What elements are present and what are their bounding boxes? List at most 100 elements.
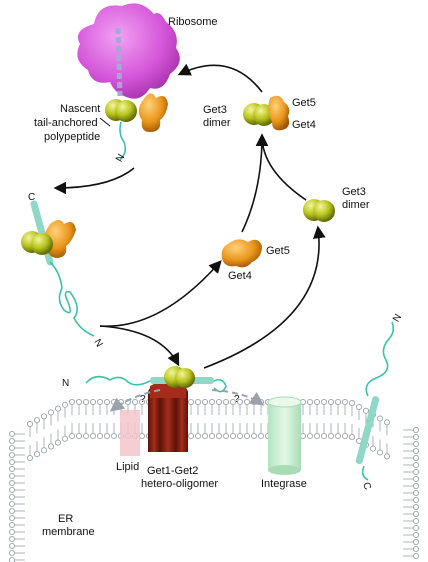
lipid-head bbox=[229, 432, 237, 440]
get5-mid-label: Get5 bbox=[266, 245, 290, 257]
lipid-head bbox=[334, 398, 342, 406]
arrow-to-membrane bbox=[99, 325, 180, 367]
lipid-head bbox=[383, 419, 391, 426]
get4-get5-free bbox=[221, 239, 262, 268]
arrow-get4-get5-to-dimer bbox=[241, 133, 269, 233]
lipid-head bbox=[61, 435, 69, 442]
lipid-head bbox=[306, 432, 314, 440]
lipid-head bbox=[96, 398, 104, 406]
lipid-head bbox=[412, 503, 420, 511]
lipid-head bbox=[320, 398, 328, 406]
lipid-head bbox=[215, 398, 223, 406]
lipid-head bbox=[8, 549, 16, 557]
lipid-head bbox=[412, 461, 420, 469]
lipid-head bbox=[26, 420, 34, 428]
lipid-head bbox=[412, 440, 420, 448]
lipid-head bbox=[8, 542, 16, 550]
lipid-head bbox=[138, 432, 146, 440]
get3-dimer-with-get4-get5 bbox=[243, 95, 290, 131]
get1-get2-label-1: Get1-Get2 bbox=[147, 465, 198, 477]
lipid-head bbox=[306, 398, 314, 406]
get3-dimer-right-label-1: Get3 bbox=[342, 186, 366, 198]
lipid-head bbox=[376, 415, 384, 422]
lipid-head bbox=[412, 475, 420, 483]
lipid-head bbox=[8, 437, 16, 445]
complex-c-terminus: C bbox=[28, 192, 35, 203]
lipid-head bbox=[341, 398, 349, 406]
lipid-head bbox=[26, 454, 34, 462]
question-right: ? bbox=[234, 394, 240, 405]
lipid-head bbox=[320, 432, 328, 440]
inserted-tail-anchored-protein bbox=[355, 321, 395, 481]
nascent-leader-line bbox=[99, 117, 111, 127]
right-n-terminus: N bbox=[391, 312, 404, 324]
lipid-head bbox=[96, 432, 104, 440]
arrow-to-lipid bbox=[109, 389, 161, 412]
arrow-dimer-to-ribosome bbox=[177, 63, 263, 93]
lipid-head bbox=[222, 398, 230, 406]
lipid-head bbox=[68, 398, 76, 406]
lipid-head bbox=[8, 458, 16, 466]
lipid-head bbox=[89, 432, 97, 440]
get3-dimer-right-label-2: dimer bbox=[342, 199, 370, 211]
lipid-head bbox=[412, 433, 420, 441]
lipid-head bbox=[369, 445, 377, 452]
lipid-head bbox=[412, 496, 420, 504]
lipid-head bbox=[82, 432, 90, 440]
lipid-head bbox=[54, 405, 62, 412]
get1-get2-complex bbox=[148, 381, 188, 452]
lipid-head bbox=[412, 489, 420, 497]
lipid-highlight bbox=[120, 410, 140, 456]
get5-top-label: Get5 bbox=[292, 97, 316, 109]
lipid-head bbox=[412, 510, 420, 518]
arrow-to-get4-get5 bbox=[99, 260, 222, 327]
lipid-head bbox=[194, 432, 202, 440]
nascent-label-1: Nascent bbox=[60, 103, 100, 115]
lipid-head bbox=[208, 398, 216, 406]
lipid-head bbox=[8, 486, 16, 494]
lipid-head bbox=[348, 434, 356, 441]
lipid-head bbox=[376, 449, 384, 456]
er-label-2: membrane bbox=[42, 526, 95, 538]
lipid-head bbox=[47, 409, 55, 416]
lipid-head bbox=[412, 517, 420, 525]
lipid-head bbox=[334, 432, 342, 440]
lipid-head bbox=[54, 439, 62, 446]
lipid-head bbox=[33, 451, 41, 458]
lipid-head bbox=[33, 417, 41, 424]
lipid-head bbox=[82, 398, 90, 406]
lipid-head bbox=[236, 432, 244, 440]
lipid-head bbox=[61, 401, 69, 408]
lipid-head bbox=[103, 398, 111, 406]
lipid-head bbox=[194, 398, 202, 406]
get3-dimer-top-label-1: Get3 bbox=[203, 104, 227, 116]
lipid-head bbox=[243, 398, 251, 406]
lipid-head bbox=[8, 493, 16, 501]
membrane-n-terminus: N bbox=[62, 378, 69, 389]
question-left: ? bbox=[140, 394, 146, 405]
lipid-head bbox=[40, 447, 48, 454]
lipid-head bbox=[412, 454, 420, 462]
lipid-head bbox=[75, 398, 83, 406]
lipid-head bbox=[412, 482, 420, 490]
arrow-ribosome-to-complex bbox=[53, 167, 135, 195]
lipid-head bbox=[187, 432, 195, 440]
ribosome-label: Ribosome bbox=[168, 16, 218, 28]
right-c-terminus: C bbox=[360, 481, 373, 492]
ribosome-n-terminus: N bbox=[114, 152, 127, 164]
lipid-head bbox=[313, 432, 321, 440]
lipid-head bbox=[243, 432, 251, 440]
er-label-1: ER bbox=[58, 513, 73, 525]
nascent-label-3: polypeptide bbox=[44, 131, 100, 143]
lipid-head bbox=[412, 524, 420, 532]
lipid-head bbox=[187, 398, 195, 406]
arrow-to-integrase bbox=[211, 389, 265, 406]
lipid-head bbox=[412, 468, 420, 476]
integrase-cylinder bbox=[267, 396, 302, 475]
lipid-head bbox=[215, 432, 223, 440]
lipid-head bbox=[208, 432, 216, 440]
lipid-head bbox=[89, 398, 97, 406]
lipid-head bbox=[8, 479, 16, 487]
lipid-head bbox=[8, 521, 16, 529]
lipid-head bbox=[68, 432, 76, 440]
